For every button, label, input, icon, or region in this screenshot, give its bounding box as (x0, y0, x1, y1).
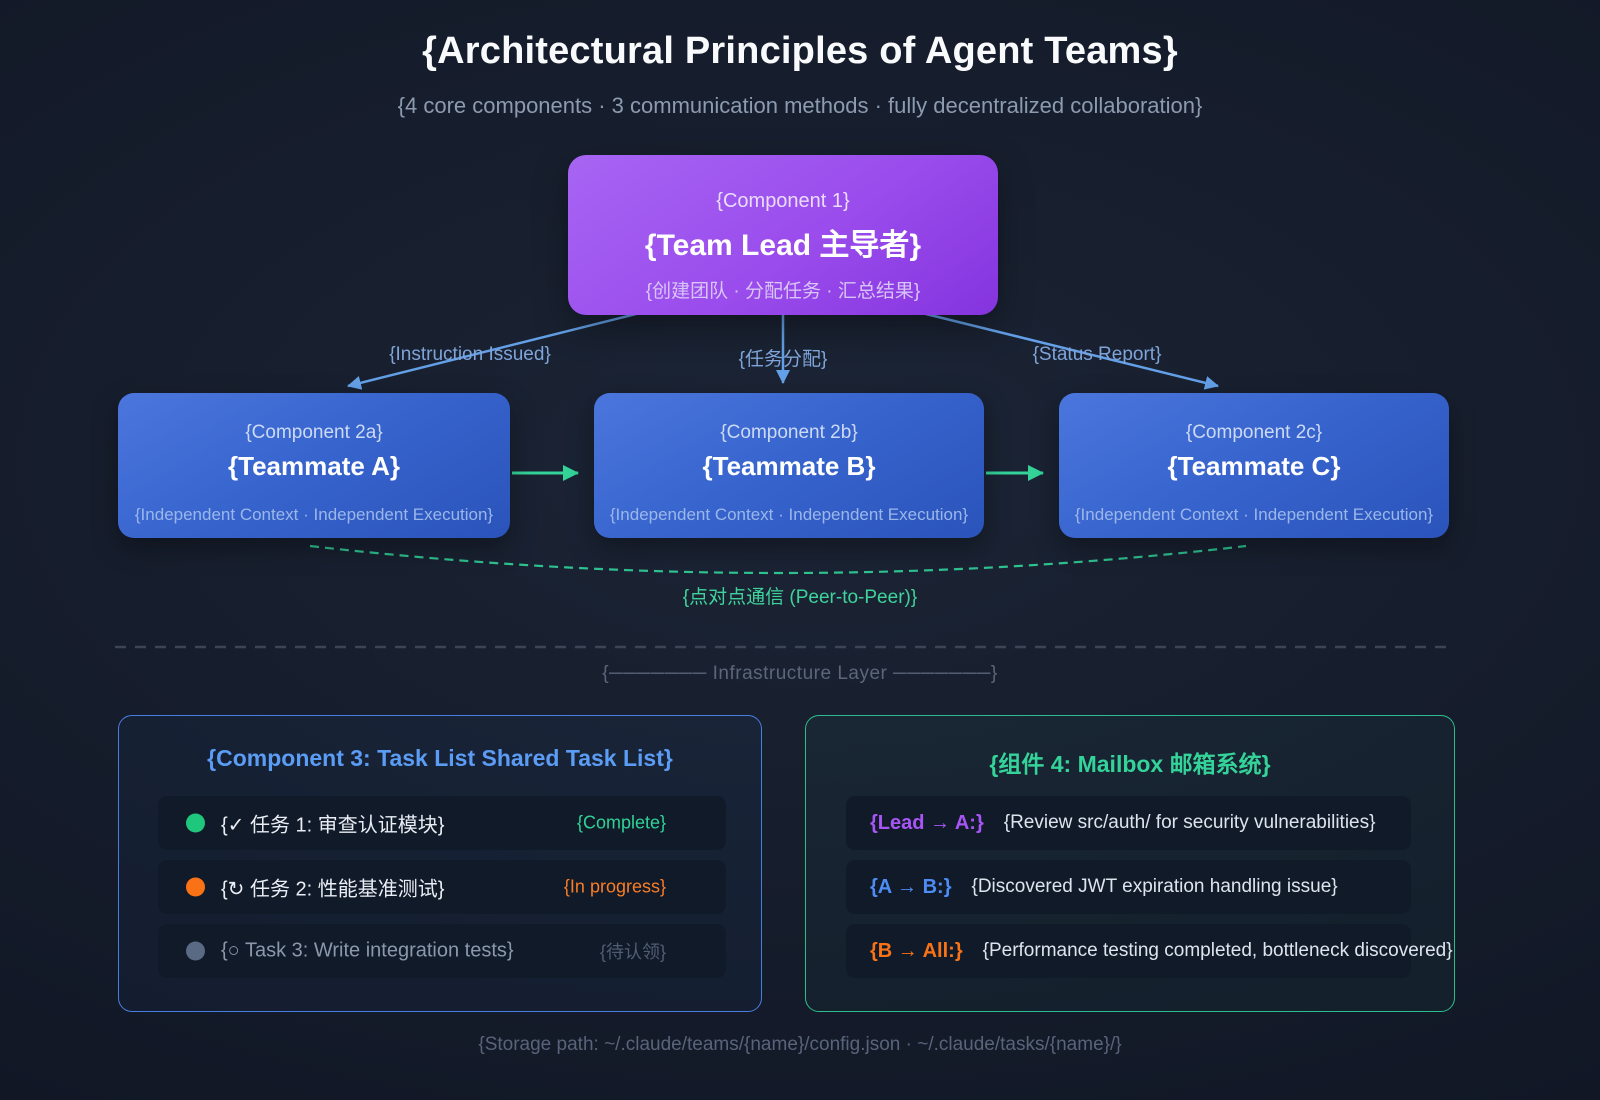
task-status-badge: {Complete} (576, 812, 666, 833)
teammate-c-node: {Component 2c} {Teammate C} {Independent… (1059, 393, 1449, 538)
mail-message: {Discovered JWT expiration handling issu… (971, 876, 1338, 897)
page-title: {Architectural Principles of Agent Teams… (422, 30, 1178, 72)
task-status-badge: {待认领} (599, 942, 666, 962)
teammate-name: {Teammate A} (228, 451, 400, 481)
teammate-description: {Independent Context · Independent Execu… (1074, 505, 1434, 524)
peer-to-peer-curve (309, 544, 1247, 575)
teammate-name: {Teammate C} (1167, 451, 1341, 481)
mail-sender: {Lead → A:} (870, 811, 984, 834)
task-status-dot-icon (186, 813, 205, 833)
teammate-component-label: {Component 2a} (245, 422, 383, 443)
task-list-panel: {Component 3: Task List Shared Task List… (118, 715, 762, 1012)
edge-label-status-report: {Status Report} (1032, 344, 1162, 365)
mail-sender: {A → B:} (870, 875, 952, 898)
storage-path-note: {Storage path: ~/.claude/teams/{name}/co… (478, 1034, 1122, 1055)
task-status-dot-icon (186, 877, 205, 897)
teammate-description: {Independent Context · Independent Execu… (134, 505, 494, 524)
mail-message: {Review src/auth/ for security vulnerabi… (1003, 812, 1376, 833)
mailbox-panel: {组件 4: Mailbox 邮箱系统} {Lead → A:} {Review… (805, 715, 1455, 1012)
task-status-badge: {In progress} (563, 876, 666, 897)
lead-component-label: {Component 1} (716, 190, 850, 212)
edge-label-task-assignment: {任务分配} (738, 349, 828, 370)
teammate-b-node: {Component 2b} {Teammate B} {Independent… (594, 393, 984, 538)
team-lead-node: {Component 1} {Team Lead 主导者} {创建团队 · 分配… (568, 155, 998, 315)
mail-message: {Performance testing completed, bottlene… (982, 940, 1453, 961)
task-row: {✓ 任务 1: 审查认证模块} {Complete} (158, 796, 726, 850)
teammate-component-label: {Component 2b} (720, 422, 858, 443)
mail-row: {A → B:} {Discovered JWT expiration hand… (846, 860, 1411, 914)
task-text: {○ Task 3: Write integration tests} (221, 939, 514, 962)
peer-to-peer-label: {点对点通信 (Peer-to-Peer)} (682, 587, 918, 608)
page-subtitle: {4 core components · 3 communication met… (397, 93, 1203, 118)
task-row: {○ Task 3: Write integration tests} {待认领… (158, 924, 726, 978)
lead-name: {Team Lead 主导者} (644, 229, 922, 262)
mail-row: {Lead → A:} {Review src/auth/ for securi… (846, 796, 1411, 850)
teammate-description: {Independent Context · Independent Execu… (609, 505, 969, 524)
edge-label-instruction-issued: {Instruction Issued} (389, 344, 551, 365)
infrastructure-layer-label: {─────── Infrastructure Layer ───────} (602, 663, 998, 684)
task-text: {✓ 任务 1: 审查认证模块} (221, 814, 445, 837)
teammate-name: {Teammate B} (702, 451, 876, 481)
teammate-component-label: {Component 2c} (1185, 422, 1323, 443)
teammate-a-node: {Component 2a} {Teammate A} {Independent… (118, 393, 510, 538)
task-text: {↻ 任务 2: 性能基准测试} (221, 878, 445, 901)
mail-sender: {B → All:} (870, 939, 963, 962)
task-status-dot-icon (186, 941, 205, 961)
task-panel-title: {Component 3: Task List Shared Task List… (207, 745, 673, 771)
mail-row: {B → All:} {Performance testing complete… (846, 924, 1453, 978)
mailbox-panel-title: {组件 4: Mailbox 邮箱系统} (989, 751, 1271, 777)
lead-description: {创建团队 · 分配任务 · 汇总结果} (645, 281, 921, 302)
task-row: {↻ 任务 2: 性能基准测试} {In progress} (158, 860, 726, 914)
